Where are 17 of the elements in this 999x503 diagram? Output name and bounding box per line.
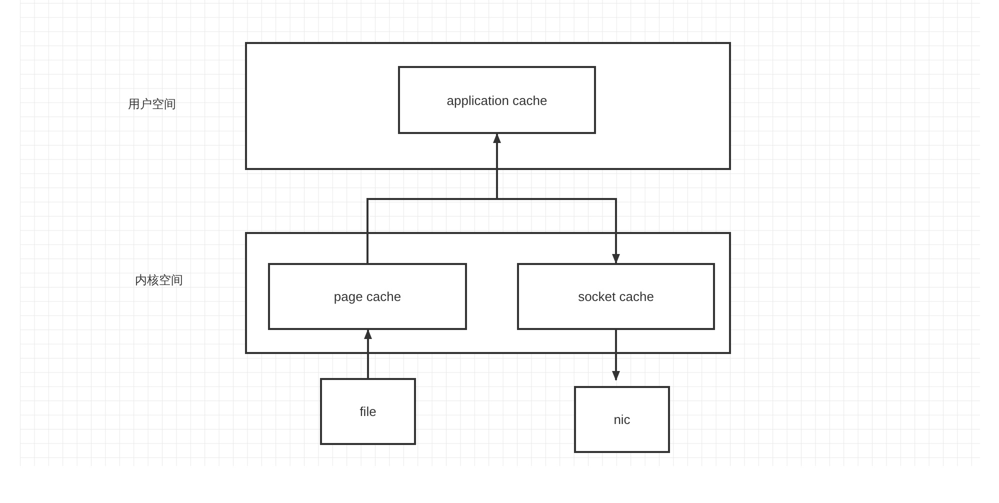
container-box bbox=[245, 42, 731, 170]
node-label: application cache bbox=[446, 92, 548, 108]
node-label: page cache bbox=[334, 289, 402, 304]
region-label: 内核空间 bbox=[135, 272, 183, 289]
node-label: socket cache bbox=[578, 289, 654, 304]
process-box bbox=[574, 386, 670, 453]
arrow bbox=[366, 198, 620, 264]
node-label: nic bbox=[614, 412, 630, 427]
process-box bbox=[320, 378, 416, 445]
arrow bbox=[364, 329, 372, 378]
node-label: file bbox=[360, 404, 376, 419]
region-label: 用户空间 bbox=[128, 96, 176, 113]
process-box bbox=[517, 263, 715, 330]
process-box bbox=[398, 66, 596, 134]
process-box bbox=[268, 263, 467, 330]
container-box bbox=[245, 232, 731, 354]
arrow bbox=[612, 330, 620, 381]
